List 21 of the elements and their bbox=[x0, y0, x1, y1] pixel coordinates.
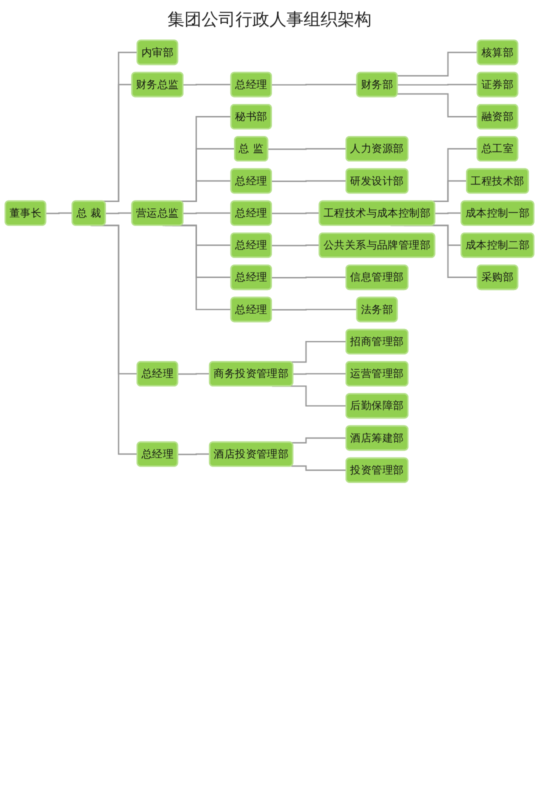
connector bbox=[272, 244, 320, 246]
connector bbox=[292, 373, 348, 375]
connector bbox=[106, 212, 133, 214]
connector bbox=[397, 93, 478, 118]
connector bbox=[291, 437, 348, 444]
connector bbox=[178, 373, 211, 375]
connector bbox=[272, 212, 320, 214]
connector bbox=[46, 212, 74, 214]
connector bbox=[291, 465, 348, 472]
connector bbox=[272, 180, 348, 182]
connector bbox=[272, 84, 358, 86]
connector bbox=[397, 84, 478, 86]
connector bbox=[272, 276, 348, 278]
connector bbox=[178, 453, 211, 456]
connector bbox=[183, 212, 232, 214]
connector bbox=[183, 84, 232, 86]
connector bbox=[272, 308, 358, 310]
connector bbox=[268, 148, 348, 150]
chart-title: 集团公司行政人事组织架构 bbox=[166, 9, 372, 31]
connector bbox=[397, 52, 478, 76]
connector bbox=[434, 212, 462, 214]
